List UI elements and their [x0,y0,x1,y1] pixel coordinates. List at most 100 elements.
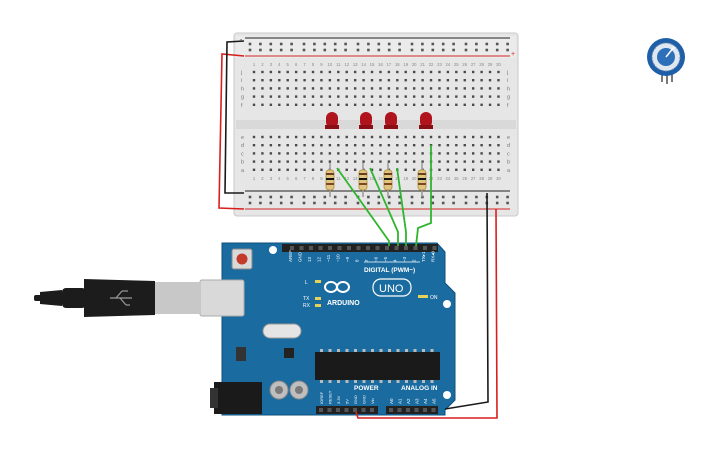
led-2[interactable] [359,112,373,129]
terminal-hole [311,70,315,74]
header-pin [336,408,340,412]
digital-pin-label: 2 [412,259,417,262]
terminal-hole [404,135,407,139]
wire-left-loop-black[interactable] [224,40,245,194]
terminal-hole [294,70,298,74]
terminal-hole [370,144,374,147]
wire-black-gnd[interactable] [444,192,489,410]
terminal-hole [463,144,466,147]
row-letter: e [507,135,510,141]
terminal-hole [345,135,348,139]
row-letter: f [507,103,509,109]
terminal-hole [337,103,340,106]
column-number: 1 [253,62,256,67]
rail-hole [410,195,414,199]
row-letter: a [241,168,245,174]
reset-button-cap[interactable] [236,253,248,265]
terminal-hole [429,103,433,106]
terminal-hole [337,70,340,74]
terminal-hole [269,87,273,90]
column-number: 8 [312,176,315,181]
header-pin [423,408,427,412]
terminal-hole [311,160,315,163]
digital-pin-label: ~10 [336,254,341,262]
terminal-hole [438,152,441,155]
resistor-1[interactable] [325,163,335,197]
terminal-hole [480,70,483,74]
wire-left-loop-red[interactable] [218,53,245,210]
rail-hole [269,42,273,46]
terminal-hole [320,144,323,147]
mcu-pin [413,380,417,383]
resistor-3[interactable] [383,163,393,197]
rail-hole [506,195,509,199]
terminal-hole [412,160,416,163]
wire-green-3[interactable] [396,167,407,246]
mounting-hole [443,300,451,308]
rail-hole [323,195,327,199]
wire-green-4[interactable] [415,145,432,247]
rail-hole [475,42,478,46]
digital-pin-label: GND [298,251,303,262]
voltage-regulator [236,347,246,361]
terminal-hole [463,95,466,98]
terminal-hole [303,70,306,74]
rail-hole [506,201,509,205]
top-rail-holes [248,42,509,52]
wire-red-5v[interactable] [355,208,498,419]
terminal-hole [345,160,348,163]
analog-header[interactable] [386,406,438,414]
terminal-hole [337,79,340,82]
terminal-hole [497,168,500,171]
terminal-hole [328,87,332,90]
terminal-hole [379,168,382,171]
uno-badge [372,278,412,297]
potentiometer-icon[interactable] [647,38,685,84]
terminal-hole [488,135,492,139]
rail-hole [431,48,435,52]
led-3[interactable] [384,112,398,129]
led-1[interactable] [325,112,339,129]
on-led [418,295,428,298]
terminal-hole [387,87,391,90]
dc-power-jack[interactable] [214,382,262,414]
rail-hole [313,48,316,52]
usb-cable-icon[interactable] [34,279,245,317]
led-4[interactable] [419,112,433,129]
wire-green-2[interactable] [369,167,399,246]
rail-hole [431,42,435,46]
terminal-hole [463,160,466,163]
digital-pin-label: ~3 [402,256,407,262]
terminal-hole [412,70,416,74]
digital-pin-label: ~5 [383,256,388,262]
terminal-hole [362,135,365,139]
terminal-hole [438,87,441,90]
digital-pin-label: 7 [364,259,369,262]
column-number: 20 [412,176,417,181]
row-letter: c [507,151,510,157]
digital-pin-label: 8 [355,259,360,262]
terminal-hole [463,103,466,106]
mcu-pin [362,349,366,352]
column-number: 15 [370,176,375,181]
resistor-4[interactable] [417,163,427,197]
wire-green-1[interactable] [336,167,390,246]
terminal-hole [353,87,357,90]
terminal-hole [497,144,500,147]
terminal-hole [455,160,458,163]
rail-hole [387,48,391,52]
terminal-hole [320,152,323,155]
terminal-hole [269,160,273,163]
terminal-hole [294,144,298,147]
header-pin [299,246,304,250]
rail-hole [431,195,435,199]
header-pin [423,246,427,250]
mcu-pin [388,349,391,352]
resistor-2[interactable] [358,163,368,197]
rail-hole [356,201,360,205]
terminal-hole [379,135,382,139]
